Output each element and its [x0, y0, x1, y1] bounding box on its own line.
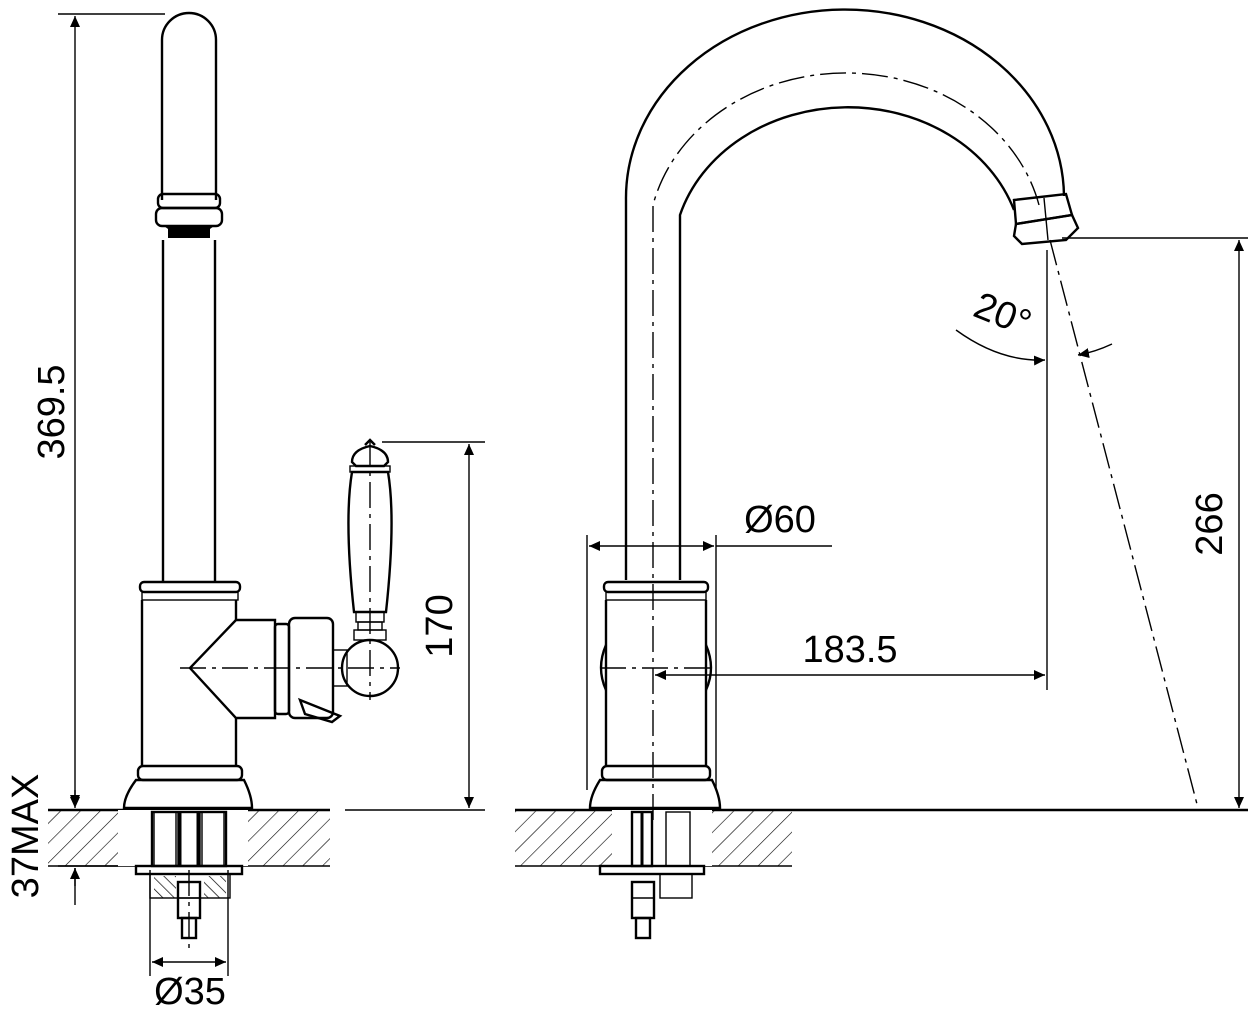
- front-view: 369.5 170 37MAX Ø35: [5, 11, 485, 1011]
- body-diameter-label: Ø60: [744, 499, 816, 541]
- gooseneck-spout: [624, 8, 1080, 820]
- total-height-label: 369.5: [31, 364, 73, 459]
- countertop-left: [48, 808, 330, 867]
- dimension-handle-height: 170: [345, 441, 485, 811]
- dimension-body-diameter: Ø60: [586, 499, 832, 790]
- spray-angle-annotation: 20°: [955, 239, 1199, 809]
- dimension-base-diameter: Ø35: [149, 870, 229, 1011]
- dimension-mount-max: 37MAX: [5, 774, 118, 905]
- spout-height-label: 266: [1189, 492, 1231, 555]
- dimension-reach: 183.5: [655, 250, 1048, 690]
- faucet-body-side: [588, 580, 722, 810]
- base-diameter-label: Ø35: [154, 971, 226, 1011]
- spray-angle-label: 20°: [968, 285, 1037, 345]
- countertop-right: [515, 808, 1248, 867]
- faucet-body-front: [122, 580, 400, 810]
- dimension-total-height: 369.5: [31, 13, 165, 806]
- side-view: Ø60 183.5 20° 266: [515, 8, 1248, 940]
- dimension-spout-height: 266: [1062, 237, 1248, 808]
- mount-max-label: 37MAX: [5, 774, 47, 899]
- handle-height-label: 170: [419, 594, 461, 657]
- spout-tube-front: [154, 11, 224, 582]
- mounting-fixings-side: [598, 810, 706, 940]
- reach-label: 183.5: [802, 629, 897, 671]
- handle-lever: [332, 438, 400, 700]
- mounting-fixings-front: [134, 810, 244, 948]
